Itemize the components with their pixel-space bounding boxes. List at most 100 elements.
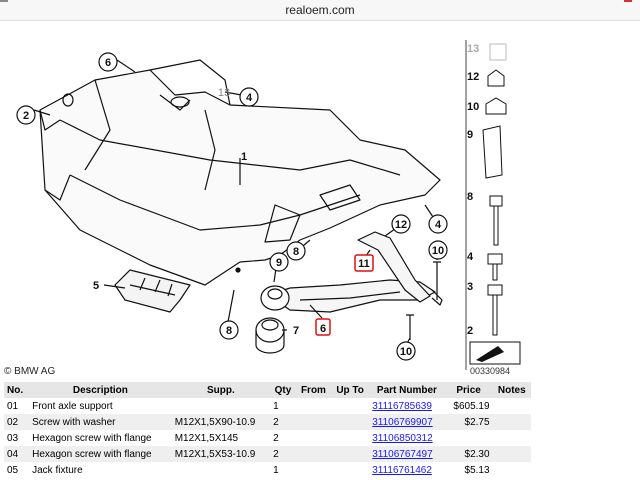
row-from — [295, 398, 332, 414]
row-upto — [331, 430, 370, 446]
row-part-number-cell: 31106769907 — [369, 414, 445, 430]
row-supp: M12X1,5X145 — [171, 430, 271, 446]
table-header-row: No. Description Supp. Qty From Up To Par… — [4, 382, 531, 398]
row-upto — [331, 414, 370, 430]
row-from — [295, 462, 332, 478]
parts-side-panel: 13 12 10 9 8 4 3 2 — [465, 40, 521, 370]
table-row: 03 Hexagon screw with flange M12X1,5X145… — [4, 430, 531, 446]
col-header-notes: Notes — [492, 382, 531, 398]
row-price: $2.75 — [444, 414, 493, 430]
row-from — [295, 414, 332, 430]
side-label-4: 4 — [467, 251, 474, 263]
part-number-link[interactable]: 31116761462 — [372, 464, 432, 476]
row-qty: 2 — [270, 446, 296, 462]
row-supp: M12X1,5X90-10.9 — [171, 414, 271, 430]
col-header-no: No. — [4, 382, 30, 398]
row-no: 02 — [4, 414, 30, 430]
col-header-supp: Supp. — [171, 382, 271, 398]
col-header-description: Description — [29, 382, 172, 398]
side-label-10: 10 — [467, 101, 479, 113]
row-description: Jack fixture — [29, 462, 172, 478]
side-label-13: 13 — [467, 43, 479, 55]
callout-3 — [98, 52, 118, 72]
side-label-3: 3 — [467, 281, 473, 293]
col-header-price: Price — [444, 382, 493, 398]
side-label-12: 12 — [467, 71, 479, 83]
tension-strut-drawing — [357, 231, 431, 303]
row-part-number-cell: 31116785639 — [369, 398, 445, 414]
callout-markers: 6 2 4 1 5 6 7 8 8 9 10 10 11 12 4 13 — [16, 52, 448, 361]
col-header-upto: Up To — [331, 382, 370, 398]
side-label-2: 2 — [467, 325, 473, 337]
row-no: 05 — [4, 462, 30, 478]
row-notes — [492, 398, 531, 414]
callout-10-low-label: 10 — [400, 346, 412, 358]
callout-9-label: 9 — [276, 257, 282, 269]
part-number-link[interactable]: 31106769907 — [372, 416, 433, 428]
row-upto — [331, 462, 370, 478]
row-from — [295, 430, 332, 446]
table-row: 01 Front axle support 1 31116785639 $605… — [4, 398, 531, 414]
row-price: $2.30 — [444, 446, 493, 462]
row-qty: 1 — [270, 462, 296, 478]
row-notes — [492, 462, 531, 478]
row-price: $5.13 — [444, 462, 493, 478]
table-row: 02 Screw with washer M12X1,5X90-10.9 2 3… — [4, 414, 531, 430]
callout-8-mid-label: 8 — [293, 246, 299, 258]
row-description: Front axle support — [29, 398, 172, 414]
row-description: Hexagon screw with flange — [29, 446, 172, 462]
row-supp: M12X1,5X53-10.9 — [171, 446, 271, 462]
callout-8-low-label: 8 — [226, 325, 232, 337]
row-part-number-cell: 31106850312 — [369, 430, 445, 446]
row-supp — [171, 462, 271, 478]
callout-5-label: 5 — [93, 280, 99, 292]
callout-13-label: 13 — [218, 87, 230, 99]
callout-11-label: 11 — [358, 258, 370, 270]
jack-fixture-drawing — [114, 269, 191, 313]
side-label-8: 8 — [467, 191, 473, 203]
row-no: 01 — [4, 398, 30, 414]
row-upto — [331, 446, 370, 462]
row-qty: 2 — [270, 414, 296, 430]
callout-10-top-label: 10 — [432, 245, 444, 257]
parts-table: No. Description Supp. Qty From Up To Par… — [4, 382, 531, 478]
row-notes — [492, 446, 531, 462]
figure-number: 00330984 — [470, 366, 511, 376]
browser-address-bar[interactable]: realoem.com — [0, 0, 640, 21]
callout-12-label: 12 — [395, 219, 407, 231]
row-qty: 2 — [270, 430, 296, 446]
row-notes — [492, 414, 531, 430]
row-description: Screw with washer — [29, 414, 172, 430]
row-supp — [171, 398, 271, 414]
row-no: 04 — [4, 446, 30, 462]
callout-7-label: 7 — [293, 325, 299, 337]
row-upto — [331, 398, 370, 414]
table-row: 05 Jack fixture 1 31116761462 $5.13 — [4, 462, 531, 478]
part-number-link[interactable]: 31106850312 — [372, 432, 433, 444]
control-arm-drawing — [267, 279, 436, 313]
col-header-part-number: Part Number — [369, 382, 445, 398]
copyright-text: © BMW AG — [4, 366, 56, 377]
callout-4-top-label: 4 — [246, 92, 253, 104]
url-text: realoem.com — [285, 3, 355, 17]
row-price: $605.19 — [444, 398, 493, 414]
tab-indicator — [0, 0, 8, 2]
row-price — [444, 430, 493, 446]
row-from — [295, 446, 332, 462]
callout-3-label: 6 — [105, 57, 111, 69]
row-qty: 1 — [270, 398, 296, 414]
part-number-link[interactable]: 31106767497 — [372, 448, 433, 460]
col-header-from: From — [295, 382, 332, 398]
parts-diagram: 6 2 4 1 5 6 7 8 8 9 10 10 11 12 4 13 13 … — [16, 40, 521, 370]
callout-6-label: 6 — [320, 323, 326, 335]
row-description: Hexagon screw with flange — [29, 430, 172, 446]
part-number-link[interactable]: 31116785639 — [372, 400, 432, 412]
row-part-number-cell: 31116761462 — [369, 462, 445, 478]
table-row: 04 Hexagon screw with flange M12X1,5X53-… — [4, 446, 531, 462]
tab-indicator-right — [624, 0, 632, 2]
callout-1-label: 1 — [241, 151, 247, 163]
row-part-number-cell: 31106767497 — [369, 446, 445, 462]
side-label-9: 9 — [467, 129, 473, 141]
callout-4-right-label: 4 — [435, 219, 442, 231]
row-notes — [492, 430, 531, 446]
